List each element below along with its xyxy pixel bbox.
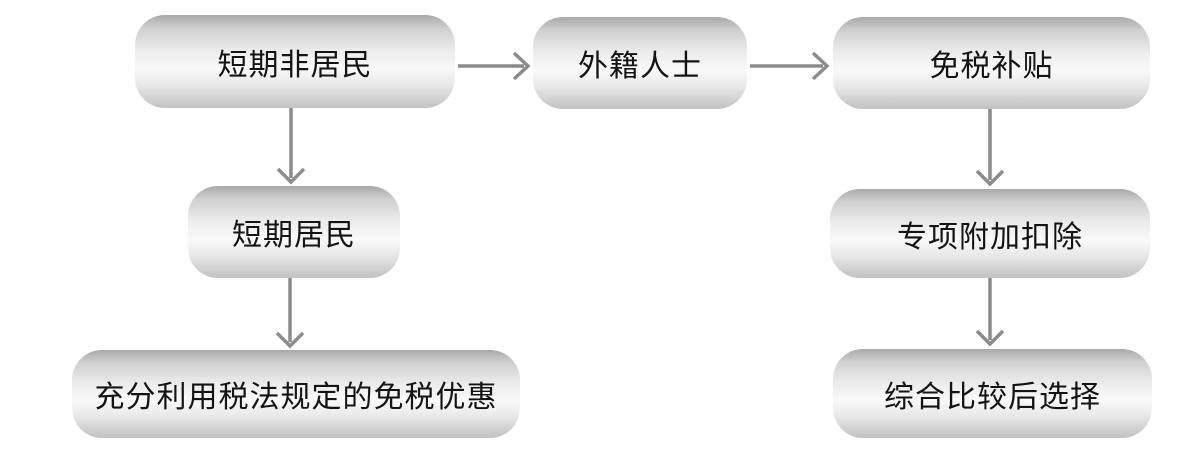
- node-comprehensive-comparison: 综合比较后选择: [833, 349, 1152, 438]
- arrow-nonresident-to-resident: [276, 108, 306, 185]
- node-short-term-resident: 短期居民: [188, 186, 400, 278]
- arrow-deduction-to-comparison: [975, 278, 1005, 347]
- arrow-subsidy-to-deduction: [975, 108, 1005, 187]
- arrow-nonresident-to-foreign: [458, 51, 531, 81]
- arrow-foreign-to-subsidy: [750, 51, 830, 81]
- node-tax-free-subsidy: 免税补贴: [833, 17, 1150, 109]
- node-short-term-nonresident: 短期非居民: [135, 15, 455, 108]
- node-special-additional-deduction: 专项附加扣除: [830, 189, 1150, 278]
- arrow-resident-to-exemptions: [275, 278, 305, 349]
- node-foreign-national: 外籍人士: [533, 17, 747, 109]
- node-use-tax-exemptions: 充分利用税法规定的免税优惠: [72, 350, 520, 438]
